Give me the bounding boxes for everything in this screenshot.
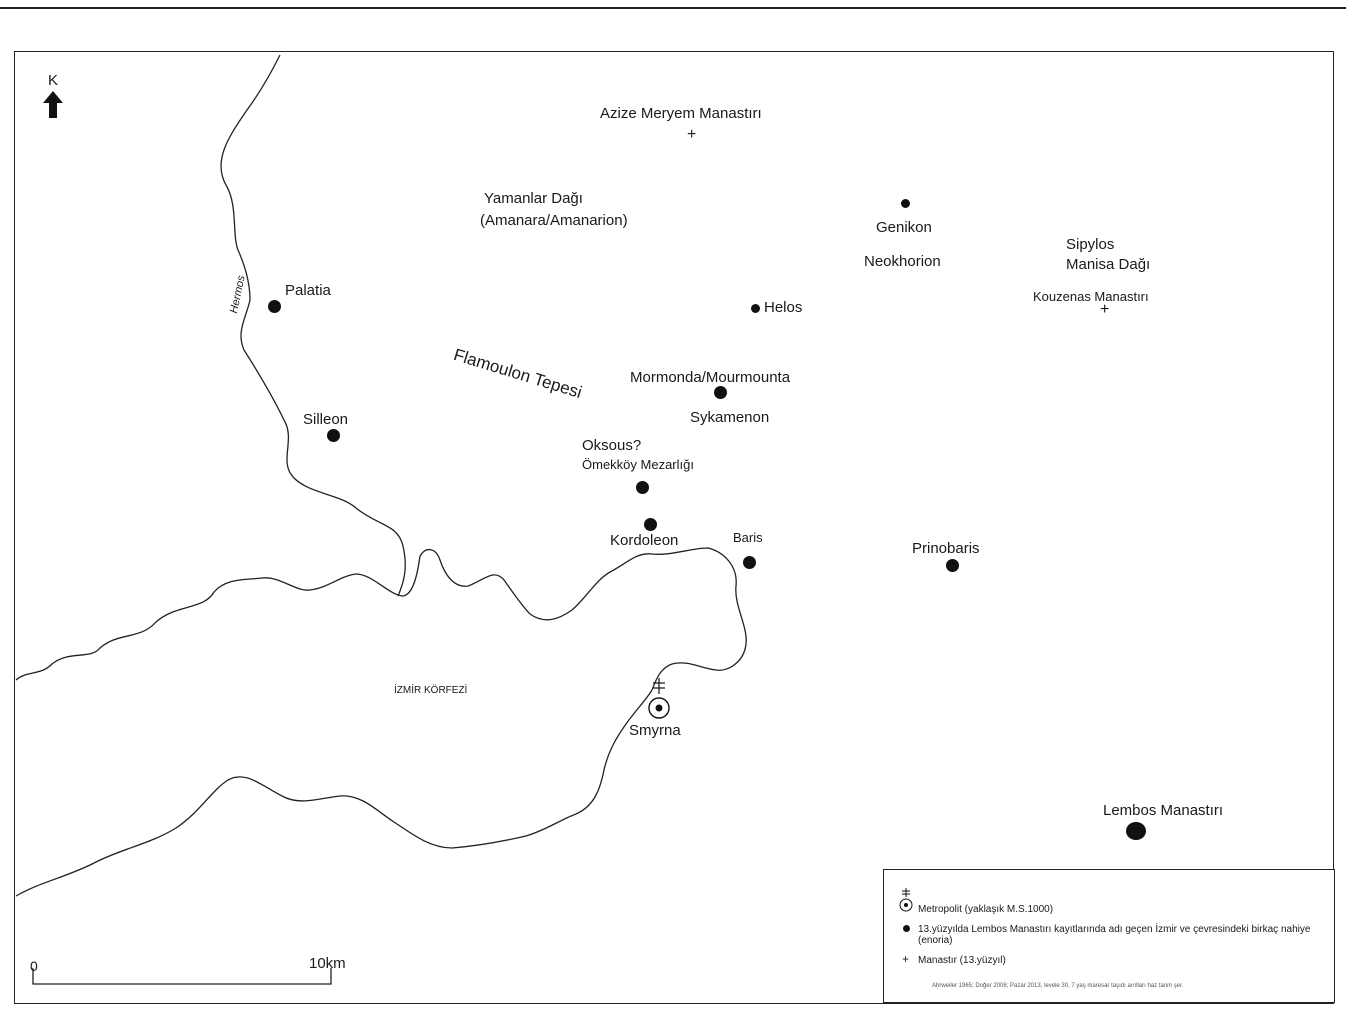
settlement-dot-icon (268, 300, 281, 313)
settlement-dot-icon (636, 481, 649, 494)
arrow-up-icon (43, 91, 63, 118)
label-yamanlar: Yamanlar Dağı (484, 190, 583, 207)
scale-zero-label: 0 (30, 958, 38, 974)
top-rule (0, 7, 1346, 9)
label-manisa: Manisa Dağı (1066, 256, 1151, 273)
label-smyrna: Smyrna (629, 722, 681, 739)
hermos-river (220, 54, 406, 597)
label-kouzenas: Kouzenas Manastırı (1033, 289, 1149, 304)
settlement-dot-large-icon (1126, 822, 1146, 840)
scale-ten-label: 10km (309, 955, 346, 972)
label-oksous: Oksous? (582, 437, 642, 454)
label-silleon: Silleon (303, 411, 349, 428)
label-kordoleon: Kordoleon (610, 532, 679, 549)
metropolis-symbol-icon (648, 678, 670, 719)
scale-bar (32, 968, 332, 985)
label-palatia: Palatia (285, 282, 331, 299)
legend-cross-icon: + (902, 952, 910, 966)
legend-manastir: Manastır (13.yüzyıl) (918, 955, 1006, 966)
north-arrow: K (42, 72, 64, 124)
label-mormonda: Mormonda/Mourmounta (630, 369, 791, 386)
settlement-dot-icon (743, 556, 756, 569)
label-sykamenon: Sykamenon (690, 409, 770, 426)
legend-source: Ahrweiler 1965; Doğer 2006; Pazar 2013, … (932, 983, 1184, 989)
label-omekkoy: Ömekköy Mezarlığı (582, 457, 694, 472)
north-label: K (47, 72, 58, 89)
label-prinobaris: Prinobaris (912, 540, 980, 557)
label-lembos: Lembos Manastırı (1103, 802, 1224, 819)
label-helos: Helos (764, 299, 803, 316)
settlement-dot-icon (751, 304, 760, 313)
metropolis-symbol-icon (899, 888, 913, 912)
label-neokhorion: Neokhorion (864, 253, 941, 270)
legend-dot-icon (903, 925, 910, 932)
settlement-dot-icon (327, 429, 340, 442)
south-shore (15, 689, 653, 897)
legend: Metropolit (yaklaşık M.S.1000) 13.yüzyıl… (883, 869, 1335, 1003)
map-frame (14, 51, 1334, 1004)
label-azize-meryem: Azize Meryem Manastırı (600, 105, 762, 122)
legend-metropolit: Metropolit (yaklaşık M.S.1000) (918, 904, 1054, 915)
label-izmir-korfezi: İZMİR KÖRFEZİ (394, 685, 468, 696)
settlement-dot-icon (714, 386, 727, 399)
settlement-dot-icon (901, 199, 910, 208)
label-genikon: Genikon (876, 219, 932, 236)
label-baris: Baris (733, 530, 763, 545)
label-sipylos: Sipylos (1066, 236, 1115, 253)
monastery-cross-icon: + (1100, 301, 1110, 318)
north-shore (15, 547, 747, 691)
settlement-dot-icon (946, 559, 959, 572)
monastery-cross-icon: + (687, 126, 697, 143)
settlement-dot-icon (644, 518, 657, 531)
legend-nahiye: 13.yüzyılda Lembos Manastırı kayıtlarınd… (918, 924, 1311, 946)
label-amanara: (Amanara/Amanarion) (480, 212, 628, 229)
